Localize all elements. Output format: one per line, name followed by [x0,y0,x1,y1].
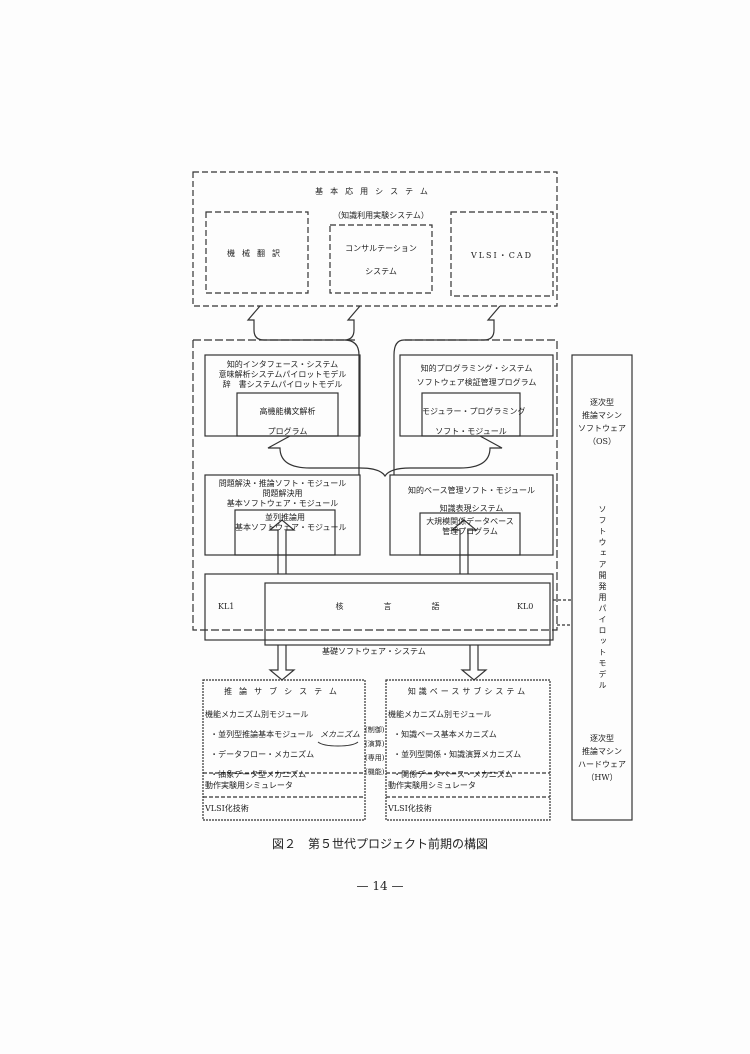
kl1-box [204,573,554,641]
figure-caption: 図２ 第５世代プロジェクト前期の構図 [271,837,488,851]
consultation-label: コンサルテーション [345,244,417,253]
sequential-machine-box [571,354,633,821]
relational-db-box [419,512,521,556]
vlsi-cad-box [450,211,554,297]
knowledge-items: 機能メカニズム別モジュール ・知識ベース基本メカニズム ・並列型関係・知識演算メ… [388,710,522,779]
intelligent-programming-text: 知的プログラミング・システムソフトウェア検証管理プログラム [416,364,537,387]
knowledge-subsystem-box [385,679,551,821]
middle-labels: (制御)(演算)(専用)(機能) [365,726,385,776]
inference-vlsi: VLSI化技術 [205,804,249,813]
intelligent-interface-text: 知的インタフェース・システム意味解析システムパイロットモデル辞 書システムパイロ… [218,360,347,389]
inference-items: 機能メカニズム別モジュール ・並列型推論基本モジュール ・データフロー・メカニズ… [205,710,315,779]
kl0-label: KL0 [517,602,534,611]
consultation-box [329,224,433,294]
knowledge-vlsi: VLSI化技術 [388,804,432,813]
machine-translation-box [205,211,309,294]
machine-translation-label: 機械翻訳 [227,249,287,258]
kernel-language-label: 核言語 [335,602,480,611]
side-pilot-text: ソフトウェア開発用パイロットモデル [598,505,607,692]
knowledge-simulator: 動作実験用シミュレータ [388,781,476,790]
handwritten-stroke [317,741,359,747]
basic-software-label: 基礎ソフトウェア・システム [322,647,426,656]
knowledge-subsystem-title: 知識ベースサブシステム [407,687,529,696]
page-number: — 14 — [356,879,404,893]
handwritten-note: メカニズム [320,730,360,739]
modular-programming-text: モジュラー・プログラミングソフト・モジュール [422,407,526,436]
knowledge-base-mgmt-text: 知的ベース管理ソフト・モジュール知識表現システム [407,486,536,513]
modular-programming-box [421,392,521,437]
parallel-inference-box [234,509,336,556]
syntax-analysis-box [236,392,339,437]
problem-solving-text: 問題解決・推論ソフト・モジュール問題解決用基本ソフトウェア・モジュール [218,479,347,508]
brace-arrow [267,435,503,478]
knowledge-experiment-subtitle: （知識利用実験システム） [333,211,429,220]
side-hw-text: 逐次型推論マシンハードウェア（HW） [578,734,626,782]
consultation-label-2: システム [365,267,397,276]
kl0-box [264,582,551,646]
parallel-inference-text: 並列推論用基本ソフトウェア・モジュール [235,513,347,532]
inference-subsystem-title: 推論サブシステム [224,687,344,696]
upper-arrows [246,305,501,475]
relational-db-text: 大規模関係データベース管理プログラム [426,517,514,536]
kernel-up-arrows [268,519,478,574]
application-system-title: 基本応用システム [315,187,435,196]
vlsi-cad-label: VLSI・CAD [470,251,534,260]
inference-simulator: 動作実験用シミュレータ [205,781,293,790]
application-system-box [192,171,558,307]
syntax-analysis-text: 高機能構文解析プログラム [259,407,316,436]
inference-subsystem-box [202,679,366,821]
side-os-text: 逐次型推論マシンソフトウェア（OS） [578,398,626,446]
kl1-label: KL1 [218,602,235,611]
